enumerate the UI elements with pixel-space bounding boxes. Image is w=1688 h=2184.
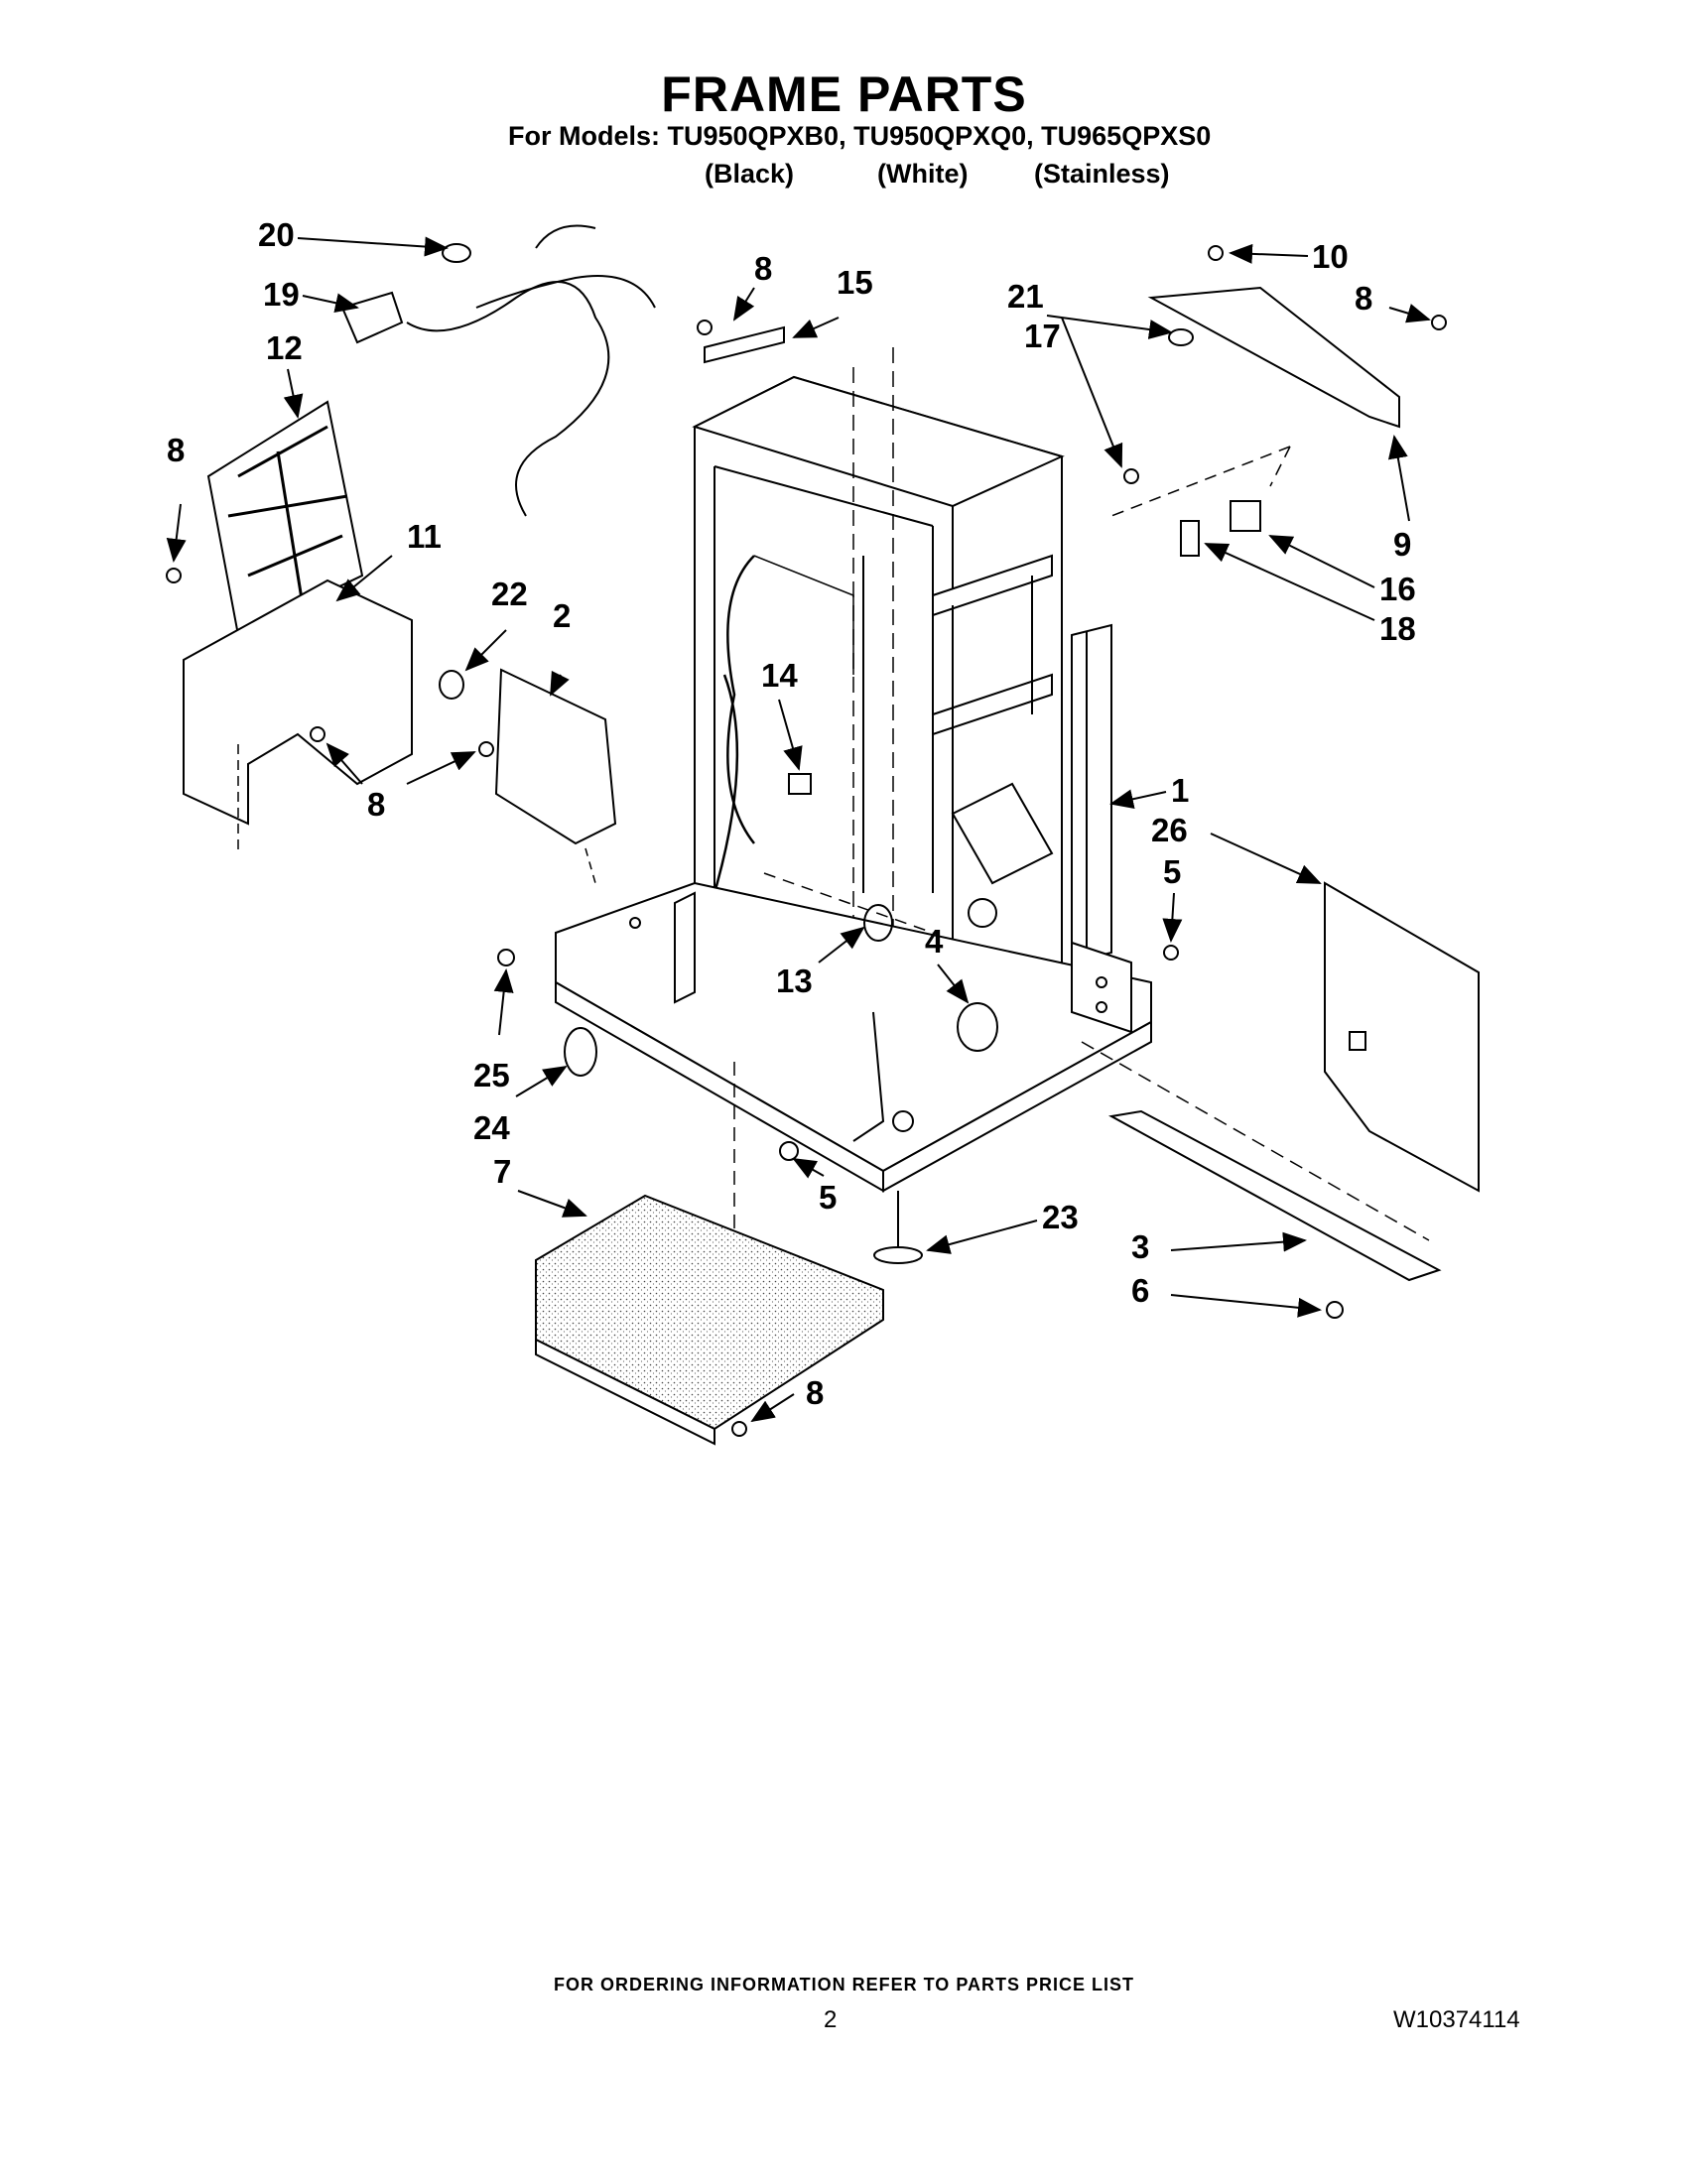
page-title: FRAME PARTS (661, 66, 1027, 122)
screws (166, 245, 1447, 1437)
callout-16: 16 (1379, 571, 1416, 607)
ordering-note: FOR ORDERING INFORMATION REFER TO PARTS … (553, 1975, 1134, 1994)
panel-12 (206, 400, 364, 637)
callout-9: 9 (1393, 526, 1411, 563)
callout-24: 24 (473, 1109, 510, 1146)
callout-8-top: 8 (754, 250, 772, 287)
bumper-13 (863, 904, 893, 942)
shim-15 (704, 325, 785, 364)
grommet-22 (439, 670, 464, 700)
bracket-2 (494, 668, 617, 845)
callout-18: 18 (1379, 610, 1416, 647)
base-pan-7 (535, 1194, 884, 1431)
rail-3 (1107, 1109, 1442, 1282)
callout-8-lower: 8 (367, 786, 385, 823)
callout-21: 21 (1007, 278, 1044, 315)
bracket-9 (1147, 286, 1400, 429)
callout-22: 22 (491, 576, 528, 612)
wire-harness (406, 281, 610, 517)
motor-4 (957, 1002, 998, 1052)
callout-23: 23 (1042, 1199, 1079, 1235)
document-number: W10374114 (1393, 2006, 1520, 2033)
bracket-18 (1180, 520, 1200, 557)
callout-3: 3 (1131, 1228, 1149, 1265)
callout-13: 13 (776, 963, 813, 999)
callout-1: 1 (1171, 772, 1189, 809)
models-line: For Models: TU950QPXB0, TU950QPXQ0, TU96… (508, 121, 1212, 151)
clip-14 (788, 773, 812, 795)
callout-25: 25 (473, 1057, 510, 1093)
callout-12: 12 (266, 329, 303, 366)
callout-6: 6 (1131, 1272, 1149, 1309)
switch-16 (1230, 500, 1261, 532)
callout-8-right: 8 (1355, 280, 1372, 317)
color-white-label: (White) (877, 159, 969, 189)
color-black-label: (Black) (705, 159, 795, 189)
part-21 (1168, 328, 1194, 346)
callout-26: 26 (1151, 812, 1188, 848)
callout-10: 10 (1312, 238, 1349, 275)
callout-4: 4 (925, 923, 944, 960)
page-number: 2 (824, 2006, 838, 2033)
callout-7: 7 (493, 1153, 511, 1190)
panel-26 (1324, 881, 1480, 1193)
callout-8-left: 8 (167, 432, 185, 468)
cord-plug-19 (340, 291, 404, 344)
leader-arrows (166, 236, 1431, 1423)
callout-19: 19 (263, 276, 300, 313)
caster-24 (564, 1027, 597, 1077)
callout-20: 20 (258, 216, 295, 253)
leveling-leg-23 (873, 1246, 923, 1264)
callout-5-right: 5 (1163, 853, 1181, 890)
frame-base (555, 881, 1430, 1389)
callout-11: 11 (407, 518, 442, 555)
callout-15: 15 (837, 264, 873, 301)
callout-8-bottom: 8 (806, 1374, 824, 1411)
callout-17: 17 (1024, 318, 1061, 354)
callout-5-lower: 5 (819, 1179, 837, 1216)
callout-2: 2 (553, 597, 571, 634)
color-stainless-label: (Stainless) (1034, 159, 1170, 189)
callout-14: 14 (761, 657, 798, 694)
